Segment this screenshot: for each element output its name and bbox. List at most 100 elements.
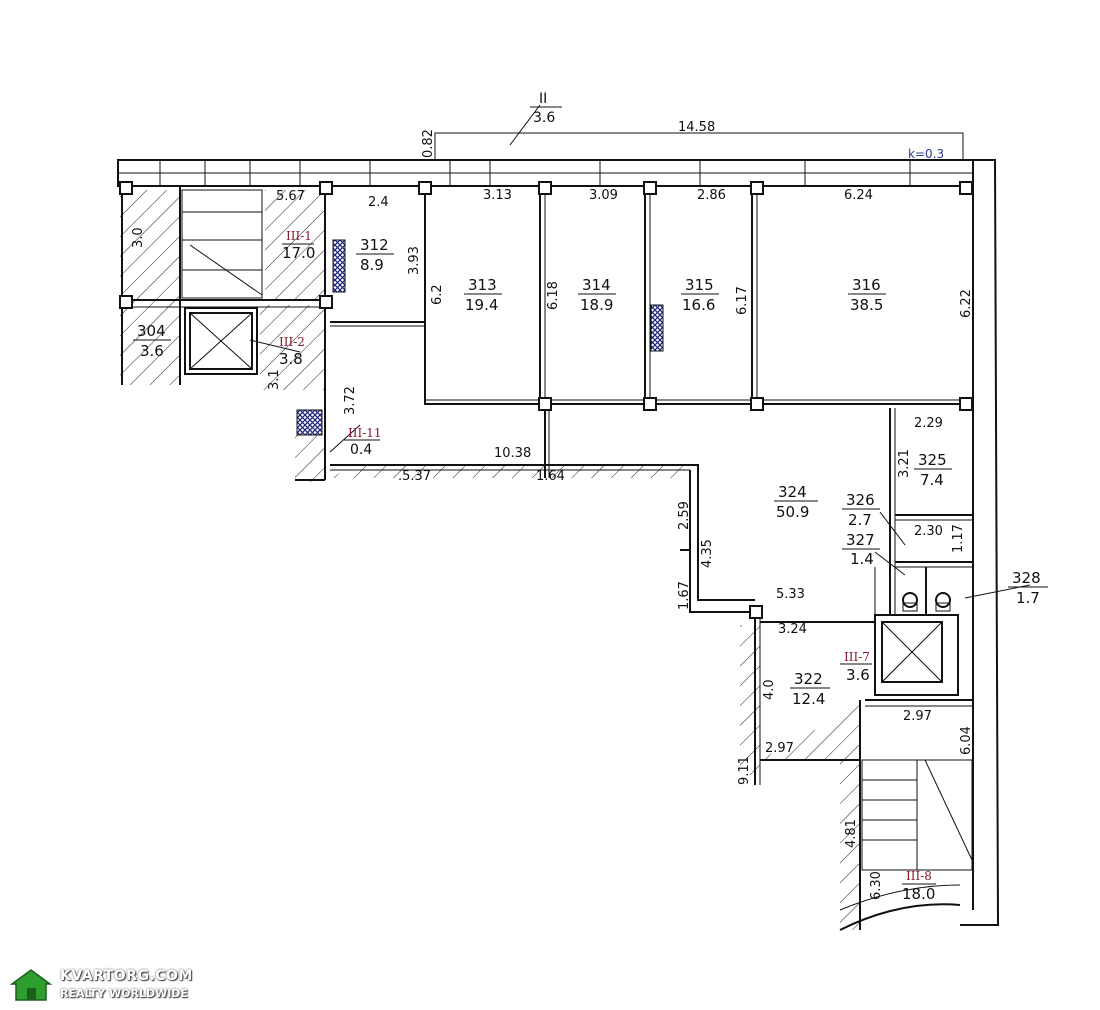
svg-text:8.9: 8.9 xyxy=(360,256,384,274)
room-327: 327 1.4 xyxy=(842,531,906,576)
walls xyxy=(117,104,1031,931)
dim-2-4: 2.4 xyxy=(368,195,389,210)
dim-6-2: 6.2 xyxy=(430,284,445,305)
svg-text:324: 324 xyxy=(778,483,807,501)
room-316: 316 38.5 xyxy=(848,276,886,314)
dim-5-33: 5.33 xyxy=(776,587,805,602)
dim-2-97-bottom: 2.97 xyxy=(765,741,794,756)
svg-text:316: 316 xyxy=(852,276,881,294)
svg-text:325: 325 xyxy=(918,451,947,469)
svg-text:III-1: III-1 xyxy=(286,229,312,243)
svg-text:III-8: III-8 xyxy=(906,869,932,883)
dim-6-24: 6.24 xyxy=(844,188,873,203)
svg-text:0.4: 0.4 xyxy=(350,442,372,458)
dim-6-30: 6.30 xyxy=(869,871,884,900)
svg-text:326: 326 xyxy=(846,491,875,509)
dim-3-13: 3.13 xyxy=(483,188,512,203)
svg-text:2.7: 2.7 xyxy=(848,511,872,529)
room-313: 313 19.4 xyxy=(464,276,502,314)
svg-text:17.0: 17.0 xyxy=(282,244,315,262)
svg-text:3.6: 3.6 xyxy=(140,342,164,360)
room-328: 328 1.7 xyxy=(1008,569,1048,607)
svg-text:III-11: III-11 xyxy=(348,426,382,440)
room-325: 325 7.4 xyxy=(914,451,952,489)
coefficient-label: k=0.3 xyxy=(908,147,944,161)
corner-label-area: 3.6 xyxy=(533,110,555,126)
room-314: 314 18.9 xyxy=(578,276,616,314)
dimension-labels: 0.82 14.58 5.67 2.4 3.13 3.09 2.86 6.24 … xyxy=(131,120,974,900)
vent-shafts xyxy=(296,239,664,436)
dim-6-04: 6.04 xyxy=(959,726,974,755)
svg-text:3.8: 3.8 xyxy=(279,350,303,368)
svg-text:III-2: III-2 xyxy=(279,335,305,349)
svg-text:328: 328 xyxy=(1012,569,1041,587)
lift-III-7: III-7 3.6 xyxy=(840,650,872,684)
corner-label-num: II xyxy=(539,91,547,107)
house-icon xyxy=(9,969,53,1001)
svg-text:18.9: 18.9 xyxy=(580,296,613,314)
dim-6-22: 6.22 xyxy=(959,289,974,318)
svg-text:7.4: 7.4 xyxy=(920,471,944,489)
dim-3-72: 3.72 xyxy=(343,386,358,415)
dim-2-30: 2.30 xyxy=(914,524,943,539)
dim-2-97-top: 2.97 xyxy=(903,709,932,724)
svg-text:314: 314 xyxy=(582,276,611,294)
svg-text:322: 322 xyxy=(794,670,823,688)
room-326: 326 2.7 xyxy=(842,491,906,546)
dim-3-21: 3.21 xyxy=(897,449,912,478)
svg-text:304: 304 xyxy=(137,322,166,340)
dim-6-17: 6.17 xyxy=(735,286,750,315)
svg-text:313: 313 xyxy=(468,276,497,294)
dim-1-17: 1.17 xyxy=(951,524,966,553)
room-304: 304 3.6 xyxy=(133,322,171,360)
dim-3-24: 3.24 xyxy=(778,622,807,637)
dim-6-18: 6.18 xyxy=(546,281,561,310)
site-logo[interactable]: KVARTORG.COM REALTY WORLDWIDE xyxy=(8,966,248,1006)
dim-3-1: 3.1 xyxy=(267,369,282,390)
dim-10-38: 10.38 xyxy=(494,446,531,461)
svg-text:12.4: 12.4 xyxy=(792,690,825,708)
stair-labels: III-1 17.0 III-2 3.8 III-11 0.4 III-7 3.… xyxy=(249,229,936,903)
dim-1-64: 1.64 xyxy=(536,469,565,484)
svg-text:18.0: 18.0 xyxy=(902,885,935,903)
dim-4-35: 4.35 xyxy=(700,539,715,568)
dim-5-37: .5.37 xyxy=(398,469,431,484)
dim-14-58: 14.58 xyxy=(678,120,715,135)
room-312: 312 8.9 xyxy=(356,236,394,274)
shaft-III-11: III-11 0.4 xyxy=(344,426,382,458)
dim-4-0: 4.0 xyxy=(762,679,777,700)
room-315: 315 16.6 xyxy=(681,276,719,314)
dim-2-29: 2.29 xyxy=(914,416,943,431)
svg-text:315: 315 xyxy=(685,276,714,294)
svg-text:312: 312 xyxy=(360,236,389,254)
stair-III-8: III-8 18.0 xyxy=(902,869,936,903)
header-labels: II 3.6 k=0.3 xyxy=(530,91,944,161)
logo-name: KVARTORG.COM xyxy=(60,968,193,984)
dim-1-67: 1.67 xyxy=(677,581,692,610)
svg-text:3.6: 3.6 xyxy=(846,666,870,684)
dim-3-09: 3.09 xyxy=(589,188,618,203)
logo-tagline: REALTY WORLDWIDE xyxy=(60,987,188,1000)
svg-text:50.9: 50.9 xyxy=(776,503,809,521)
columns xyxy=(119,181,973,619)
dim-2-59: 2.59 xyxy=(677,501,692,530)
lift-III-2: III-2 3.8 xyxy=(249,335,305,368)
dim-3-93: 3.93 xyxy=(407,246,422,275)
svg-text:1.7: 1.7 xyxy=(1016,589,1040,607)
room-324: 324 50.9 xyxy=(774,483,818,521)
dim-4-81: 4.81 xyxy=(844,819,859,848)
dim-9-11: 9.11 xyxy=(737,756,752,785)
dim-2-86: 2.86 xyxy=(697,188,726,203)
room-322: 322 12.4 xyxy=(790,670,830,708)
dim-5-67: 5.67 xyxy=(276,189,305,204)
svg-text:327: 327 xyxy=(846,531,875,549)
svg-text:38.5: 38.5 xyxy=(850,296,883,314)
svg-text:III-7: III-7 xyxy=(844,650,870,664)
dim-3-0: 3.0 xyxy=(131,227,146,248)
room-labels: 312 8.9 313 19.4 314 18.9 315 16.6 316 3… xyxy=(133,236,1048,708)
svg-text:19.4: 19.4 xyxy=(465,296,498,314)
svg-text:16.6: 16.6 xyxy=(682,296,715,314)
stair-III-1: III-1 17.0 xyxy=(282,229,315,262)
dim-0-82: 0.82 xyxy=(421,129,436,158)
